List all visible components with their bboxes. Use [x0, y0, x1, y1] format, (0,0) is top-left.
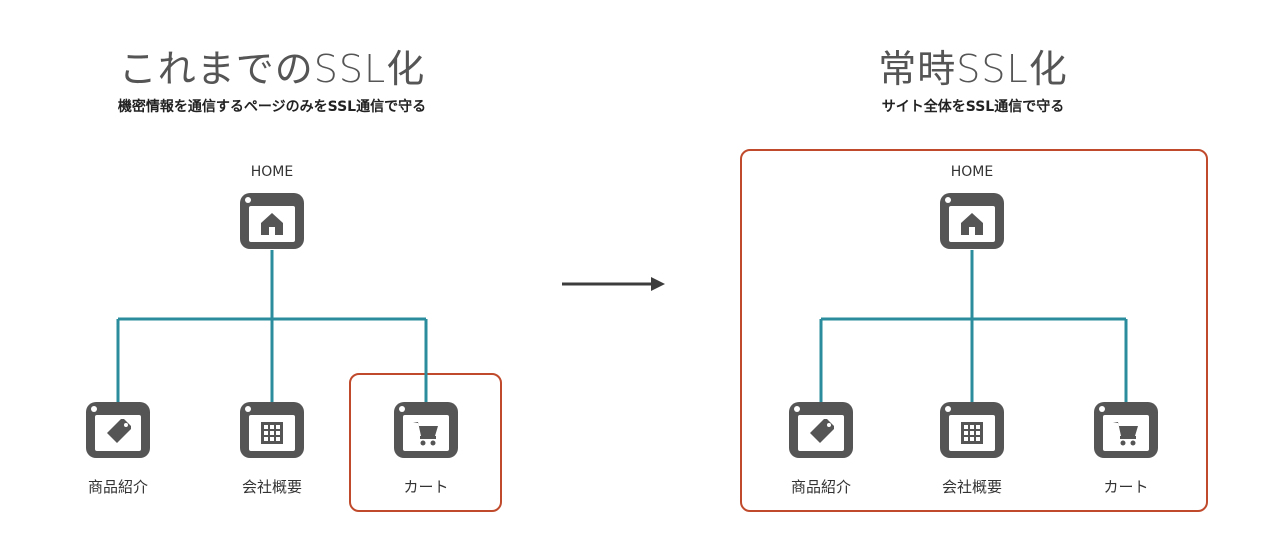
building-icon — [961, 422, 983, 444]
left-home-page-icon — [240, 193, 304, 249]
right-home-label: HOME — [950, 164, 994, 180]
home-icon — [261, 213, 283, 235]
right-label-products: 商品紹介 — [790, 478, 852, 496]
transition-arrow — [562, 277, 665, 291]
right-home-page-icon — [940, 193, 1004, 249]
cart-icon — [1113, 422, 1138, 446]
left-page-icon-products — [86, 402, 150, 458]
home-icon — [961, 213, 983, 235]
right-label-company: 会社概要 — [941, 478, 1003, 496]
right-subtitle: サイト全体をSSL通信で守る — [881, 99, 1065, 115]
left-home-label: HOME — [250, 164, 294, 180]
right-page-icon-cart — [1094, 402, 1158, 458]
right-title: 常時SSL化 — [878, 47, 1068, 91]
left-label-products: 商品紹介 — [87, 478, 149, 496]
left-page-icon-company — [240, 402, 304, 458]
left-title: これまでのSSL化 — [118, 47, 426, 91]
right-page-icon-company — [940, 402, 1004, 458]
tag-icon — [810, 419, 834, 443]
left-subtitle: 機密情報を通信するページのみをSSL通信で守る — [117, 99, 427, 115]
left-page-icon-cart — [394, 402, 458, 458]
right-label-cart: カート — [1103, 478, 1149, 496]
right-ssl-frame-site — [740, 149, 1208, 512]
left-label-company: 会社概要 — [241, 478, 303, 496]
tag-icon — [107, 419, 131, 443]
right-page-icon-products — [789, 402, 853, 458]
left-label-cart: カート — [403, 478, 449, 496]
building-icon — [261, 422, 283, 444]
cart-icon — [413, 422, 438, 446]
